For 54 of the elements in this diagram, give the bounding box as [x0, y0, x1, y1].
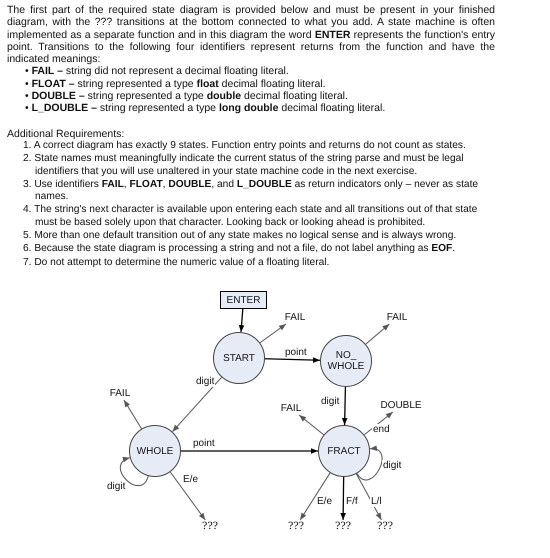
edge-label: digit — [382, 460, 402, 471]
arrow — [364, 412, 394, 436]
edge-label: end — [372, 424, 391, 435]
placeholder-label: ??? — [199, 520, 221, 533]
state-circle: FRACT — [318, 425, 370, 477]
arrow — [340, 477, 346, 520]
arrow — [123, 400, 142, 430]
arrow — [260, 324, 286, 344]
edge-label: point — [284, 347, 308, 358]
arrow — [170, 472, 206, 520]
numbered-item: 4. The string's next character is available upon entering each state and all transitions out of that state must be based solely upon that character. Looking back or looking ahead is prohibited. — [22, 204, 478, 230]
placeholder-label: ??? — [374, 520, 396, 533]
paragraph: The first part of the required state diagram is provided below and must be present in your finished diagram, with the ??? transitions at the bottom connected to what you add. A state machine is often implemented as a separate function and in this diagram the word ENTER represents the function's entry point. Transitions to the following four identifiers represent returns from the function and have the indicated meanings: — [7, 4, 495, 66]
arrow — [365, 324, 390, 345]
edge-label: F/f — [345, 496, 359, 507]
edge-label: digit — [106, 481, 126, 492]
arrow — [356, 473, 382, 520]
arrow — [356, 446, 383, 480]
return-label: DOUBLE — [379, 399, 423, 412]
bullet-item: • FLOAT – string represented a type float decimal floating literal. — [24, 78, 327, 90]
return-label: FAIL — [282, 311, 308, 324]
edge-label: E/e — [182, 474, 200, 485]
bullet-item: • DOUBLE – string represented a type double decimal floating literal. — [24, 90, 349, 102]
edge-label: digit — [320, 396, 340, 407]
return-label: FAIL — [107, 387, 133, 400]
numbered-item: 7. Do not attempt to determine the numeric value of a floating literal. — [22, 256, 330, 269]
state-circle: WHOLE — [129, 425, 181, 477]
arrow — [342, 386, 348, 426]
state-circle: START — [213, 332, 265, 384]
placeholder-label: ??? — [332, 520, 354, 533]
return-label: FAIL — [384, 311, 410, 324]
section-heading: Additional Requirements: — [7, 128, 126, 140]
arrow — [300, 472, 331, 520]
entry-box: ENTER — [220, 291, 267, 309]
bullet-item: • FAIL – string did not represent a decimal floating literal. — [24, 65, 290, 78]
state-circle: NO_ WHOLE — [320, 335, 372, 387]
return-label: FAIL — [278, 402, 304, 415]
arrow — [238, 308, 244, 332]
numbered-item: 6. Because the state diagram is processing a string and not a file, do not label anything as EOF. — [22, 243, 456, 256]
arrow — [172, 376, 222, 432]
numbered-item: 5. More than one default transition out of any state makes no logical sense and is always wrong. — [22, 230, 458, 242]
arrow — [120, 457, 149, 486]
edge-label: digit — [195, 376, 216, 387]
arrow — [298, 414, 324, 436]
edge-label: E/e — [316, 496, 334, 507]
edge-label: point — [192, 438, 216, 449]
numbered-item: 2. State names must meaningfully indicate the current status of the string parse and must be legal identifiers that you will use unaltered in your state machine code in the next exercise. — [22, 153, 465, 178]
edge-label: L/l — [370, 496, 383, 507]
numbered-item: 3. Use identifiers FAIL, FLOAT, DOUBLE, and L_DOUBLE as return indicators only – never as state names. — [22, 178, 480, 204]
arrow — [264, 357, 320, 363]
placeholder-label: ??? — [285, 520, 307, 533]
bullet-item: • L_DOUBLE – string represented a type long double decimal floating literal. — [24, 102, 386, 115]
numbered-item: 1. A correct diagram has exactly 9 states. Function entry points and returns do not count as states. — [22, 140, 467, 152]
arrow — [181, 448, 318, 454]
